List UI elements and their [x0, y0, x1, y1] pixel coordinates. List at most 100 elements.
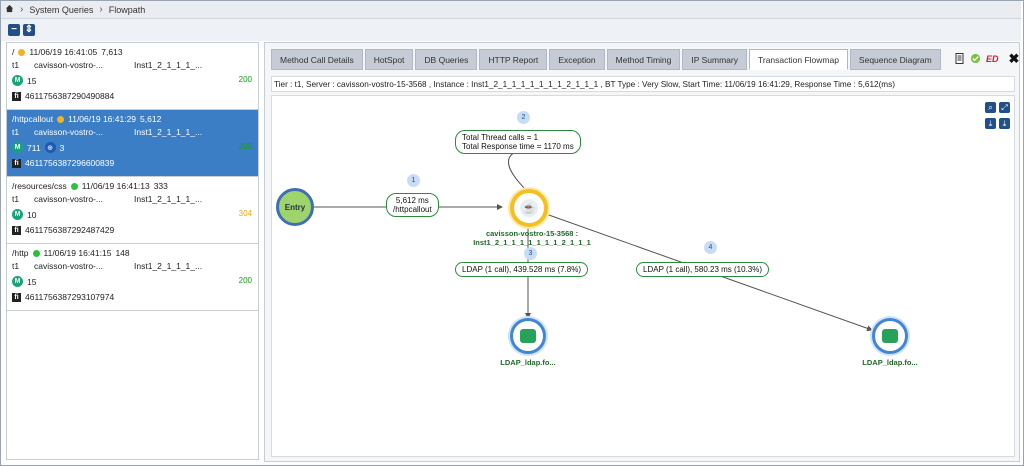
edge-label-2-time: Total Response time = 1170 ms [462, 142, 574, 151]
method-count-icon: M [12, 142, 23, 153]
http-status: 200 [238, 142, 252, 151]
flowpath-id-icon: fi [12, 158, 21, 168]
status-dot-icon [18, 48, 26, 56]
flowpath-server: cavisson-vostro-... [34, 261, 103, 271]
flowpath-url: /resources/css [12, 181, 67, 191]
http-status: 200 [238, 75, 252, 84]
breadcrumb-item-system-queries[interactable]: System Queries [29, 4, 94, 15]
flowpath-response-time: 148 [115, 248, 130, 258]
method-count: 15 [27, 276, 37, 287]
flowpath-url: / [12, 47, 15, 57]
chevron-right-icon: › [99, 4, 103, 15]
flowpath-id: 4611756387296600839 [25, 158, 115, 168]
tab-transaction-flowmap[interactable]: Transaction Flowmap [748, 49, 848, 70]
edge-number-2: 2 [517, 111, 530, 124]
edge-number-3: 3 [524, 247, 537, 260]
thread-icon: ⊕ [44, 142, 56, 153]
http-status: 200 [238, 276, 252, 285]
chevron-right-icon: › [20, 4, 24, 15]
edge-label-2[interactable]: Total Thread calls = 1 Total Response ti… [455, 130, 581, 154]
instance-name: Inst1_2_1_1_1_1_1_1_1_2_1_1_1 [473, 238, 591, 247]
database-icon [520, 329, 536, 343]
expand-collapse-button[interactable]: ⇕ [23, 24, 35, 36]
flowpath-item[interactable]: /http 11/06/19 16:41:15 148 t1 cavisson-… [7, 244, 258, 311]
database-icon [882, 329, 898, 343]
edge-label-3[interactable]: LDAP (1 call), 439.528 ms (7.8%) [455, 262, 589, 277]
entry-node[interactable]: Entry [276, 188, 314, 226]
tab-method-timing[interactable]: Method Timing [606, 49, 681, 70]
server-node-label: cavisson-vostro-15-3568 : Inst1_2_1_1_1_… [472, 229, 592, 247]
flowpath-item[interactable]: /resources/css 11/06/19 16:41:13 333 t1 … [7, 177, 258, 244]
flowpath-instance: Inst1_2_1_1_1_... [134, 261, 203, 271]
document-icon[interactable] [955, 52, 965, 66]
flowpath-tier: t1 [12, 194, 20, 204]
flowpath-item[interactable]: /httpcallout 11/06/19 16:41:29 5,612 t1 … [7, 110, 258, 177]
download-icon[interactable]: ⤓ [985, 118, 996, 129]
flowpath-date: 11/06/19 16:41:15 [43, 248, 112, 258]
tab-db-queries[interactable]: DB Queries [415, 49, 478, 70]
flowpath-tier: t1 [12, 60, 20, 70]
refresh-icon[interactable] [970, 53, 981, 66]
flowpath-instance: Inst1_2_1_1_1_... [134, 60, 203, 70]
flowpath-date: 11/06/19 16:41:13 [81, 181, 150, 191]
home-icon[interactable] [5, 4, 14, 15]
flowpath-list: / 11/06/19 16:41:05 7,613 t1 cavisson-vo… [6, 42, 259, 460]
collapse-button[interactable]: − [8, 24, 20, 36]
edge-number-1: 1 [407, 174, 420, 187]
ldap-node-1[interactable] [510, 318, 546, 354]
ldap-node-2-label: LDAP_ldap.fo... [862, 358, 918, 367]
breadcrumb-item-flowpath: Flowpath [108, 4, 146, 15]
server-node[interactable]: ☕ [510, 189, 548, 227]
tab-actions: ED ✖ [955, 51, 1019, 67]
method-count: 10 [27, 209, 37, 220]
zoom-in-icon[interactable]: ⌕ [985, 102, 996, 113]
status-dot-icon [70, 182, 78, 190]
edge-label-4[interactable]: LDAP (1 call), 580.23 ms (10.3%) [636, 262, 770, 277]
flowpath-date: 11/06/19 16:41:29 [68, 114, 137, 124]
java-icon: ☕ [520, 199, 538, 217]
fit-screen-icon[interactable]: ⤢ [999, 102, 1010, 113]
flowpath-server: cavisson-vostro-... [34, 194, 103, 204]
flowpath-item[interactable]: / 11/06/19 16:41:05 7,613 t1 cavisson-vo… [7, 43, 258, 110]
close-icon[interactable]: ✖ [1008, 51, 1020, 66]
flowmap-canvas: ⌕ ⤢ ⤓ ⤓ Entry 1 5,612 ms /httpcallout 2 … [271, 95, 1015, 457]
flowpath-instance: Inst1_2_1_1_1_... [134, 127, 203, 137]
tab-method-call-details[interactable]: Method Call Details [271, 49, 363, 70]
edge-label-1-url: /httpcallout [393, 205, 432, 214]
thread-count: 3 [59, 142, 65, 153]
flowpath-id-icon: fi [12, 91, 21, 101]
flowpath-response-time: 333 [153, 181, 168, 191]
flowpath-response-time: 7,613 [101, 47, 123, 57]
flowpath-url: /httpcallout [12, 114, 54, 124]
method-count-icon: M [12, 75, 23, 86]
tab-exception[interactable]: Exception [549, 49, 605, 70]
flowpath-server: cavisson-vostro-... [34, 60, 103, 70]
flowpath-date: 11/06/19 16:41:05 [29, 47, 98, 57]
tab-sequence-diagram[interactable]: Sequence Diagram [849, 49, 941, 70]
flowpath-id-icon: fi [12, 292, 21, 302]
ldap-node-2[interactable] [872, 318, 908, 354]
ed-icon[interactable]: ED [986, 54, 999, 64]
http-status: 304 [238, 209, 252, 218]
breadcrumb: › System Queries › Flowpath [1, 1, 1021, 19]
flowpath-id: 4611756387290490884 [25, 91, 115, 101]
tab-http-report[interactable]: HTTP Report [479, 49, 548, 70]
edge-label-1[interactable]: 5,612 ms /httpcallout [386, 193, 439, 217]
flowpath-info-bar: Tier : t1, Server : cavisson-vostro-15-3… [271, 76, 1015, 92]
download-all-icon[interactable]: ⤓ [999, 118, 1010, 129]
method-count: 711 [27, 142, 41, 153]
edge-number-4: 4 [704, 241, 717, 254]
flowpath-instance: Inst1_2_1_1_1_... [134, 194, 203, 204]
edge-label-2-calls: Total Thread calls = 1 [462, 133, 539, 142]
flowpath-id-icon: fi [12, 225, 21, 235]
method-count: 15 [27, 75, 37, 86]
tab-hotspot[interactable]: HotSpot [364, 49, 414, 70]
flowpath-server: cavisson-vostro-... [34, 127, 103, 137]
entry-label: Entry [284, 202, 306, 212]
flowpath-tier: t1 [12, 127, 20, 137]
status-dot-icon [32, 249, 40, 257]
tab-ip-summary[interactable]: IP Summary [682, 49, 747, 70]
flowpath-response-time: 5,612 [140, 114, 162, 124]
